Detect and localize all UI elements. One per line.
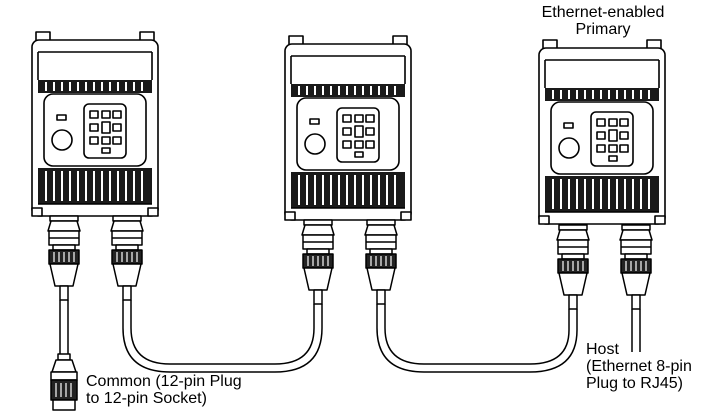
host-label: Host (Ethernet 8-pin Plug to RJ45) xyxy=(586,341,692,392)
common-label-line1: Common (12-pin Plug xyxy=(86,373,242,390)
primary-label: Ethernet-enabled Primary xyxy=(528,4,678,38)
connector-left-a xyxy=(47,215,81,301)
host-label-line1: Host xyxy=(586,341,619,358)
host-cable xyxy=(631,309,641,352)
primary-label-line1: Ethernet-enabled xyxy=(541,4,665,21)
connector-middle-b xyxy=(364,219,398,305)
cable-left-to-middle xyxy=(122,300,323,373)
device-primary xyxy=(538,39,666,225)
common-cable xyxy=(59,300,69,356)
host-label-line3: Plug to RJ45) xyxy=(586,375,683,392)
primary-label-line2: Primary xyxy=(575,21,631,38)
connector-left-b xyxy=(110,215,144,301)
common-label-line2: to 12-pin Socket) xyxy=(86,390,207,407)
connector-primary-b xyxy=(619,224,653,310)
common-label: Common (12-pin Plug to 12-pin Socket) xyxy=(86,373,242,407)
connector-primary-a xyxy=(556,224,590,310)
common-plug xyxy=(50,353,78,411)
host-label-line2: (Ethernet 8-pin xyxy=(586,358,692,375)
device-middle xyxy=(284,35,412,221)
connector-middle-a xyxy=(301,219,335,305)
device-left xyxy=(31,31,159,217)
cable-middle-to-primary xyxy=(376,304,578,373)
